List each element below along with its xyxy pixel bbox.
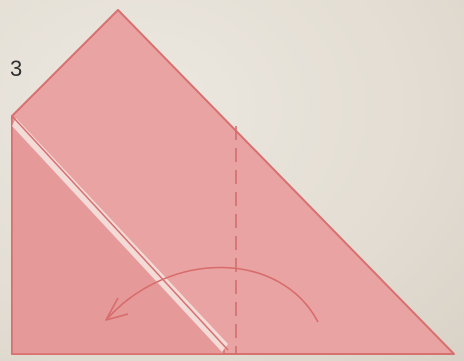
origami-step-diagram: 3 xyxy=(0,0,464,361)
folding-illustration xyxy=(0,0,464,361)
